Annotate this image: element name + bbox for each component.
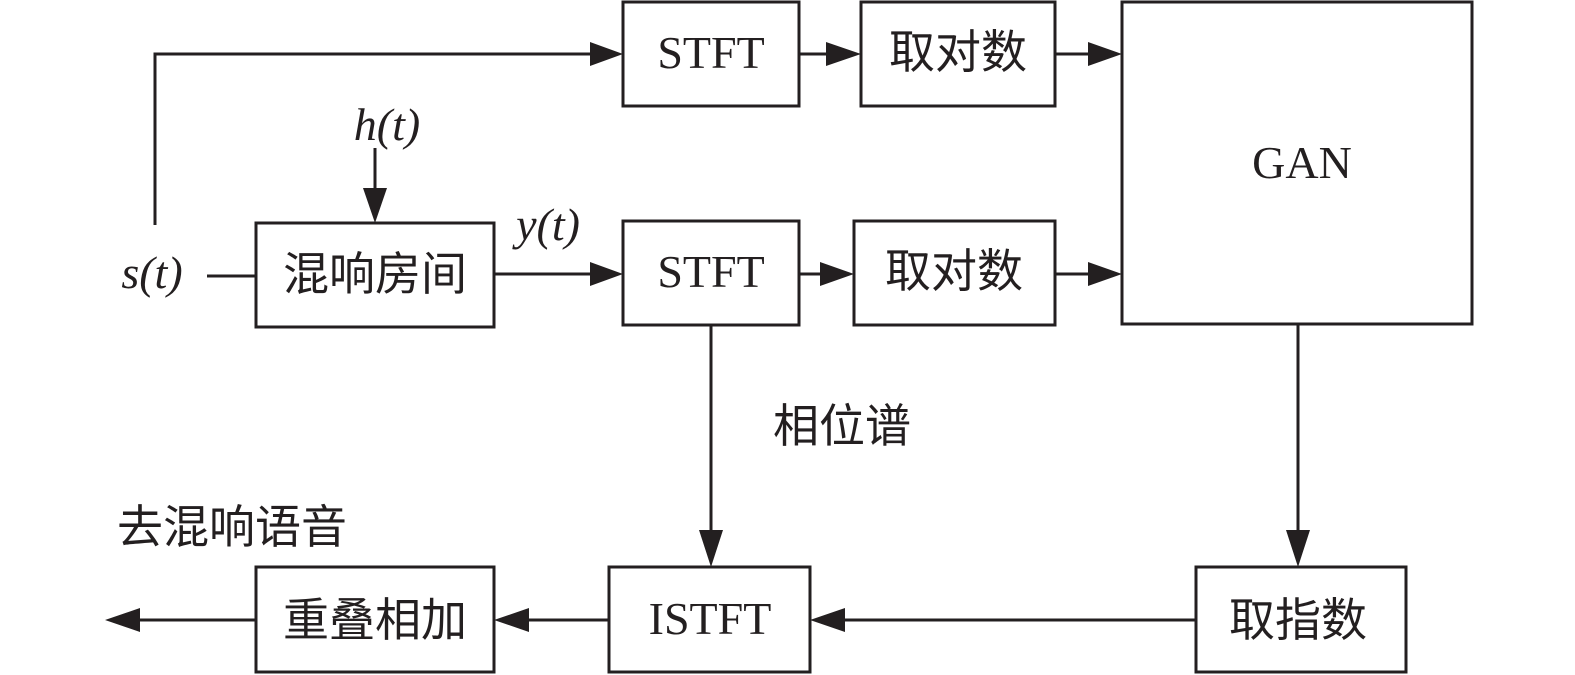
s-to-stft-top-line	[153, 52, 590, 225]
input-signal-label: s(t)	[121, 247, 182, 298]
log-bottom-label: 取对数	[885, 244, 1023, 298]
arrowhead	[1286, 530, 1310, 567]
arrowhead	[810, 608, 845, 632]
impulse-response-label: h(t)	[354, 99, 420, 150]
overlap-add-label: 重叠相加	[283, 593, 467, 647]
arrowhead	[590, 262, 623, 286]
arrowhead	[699, 530, 723, 567]
arrowhead	[363, 188, 387, 223]
exp-box	[1194, 565, 1408, 674]
arrowhead	[494, 608, 529, 632]
log-top-box	[859, 0, 1057, 108]
arrowhead	[1088, 42, 1122, 66]
arrowhead	[820, 262, 854, 286]
reverberant-signal-label: y(t)	[512, 199, 580, 250]
arrowhead	[1088, 262, 1122, 286]
arrowhead	[826, 42, 861, 66]
output-label: 去混响语音	[117, 500, 347, 554]
gan-box	[1120, 0, 1474, 326]
istft-label: ISTFT	[649, 593, 772, 644]
arrowhead	[590, 42, 623, 66]
gan-label: GAN	[1252, 137, 1352, 188]
phase-spectrum-label: 相位谱	[773, 399, 911, 453]
log-bottom-box	[852, 219, 1057, 327]
arrowhead	[105, 608, 140, 632]
stft-bottom-label: STFT	[657, 246, 764, 297]
stft-top-box	[621, 0, 801, 108]
log-top-label: 取对数	[889, 25, 1027, 79]
stft-top-label: STFT	[657, 27, 764, 78]
room-label: 混响房间	[283, 247, 467, 301]
exp-label: 取指数	[1229, 593, 1367, 647]
